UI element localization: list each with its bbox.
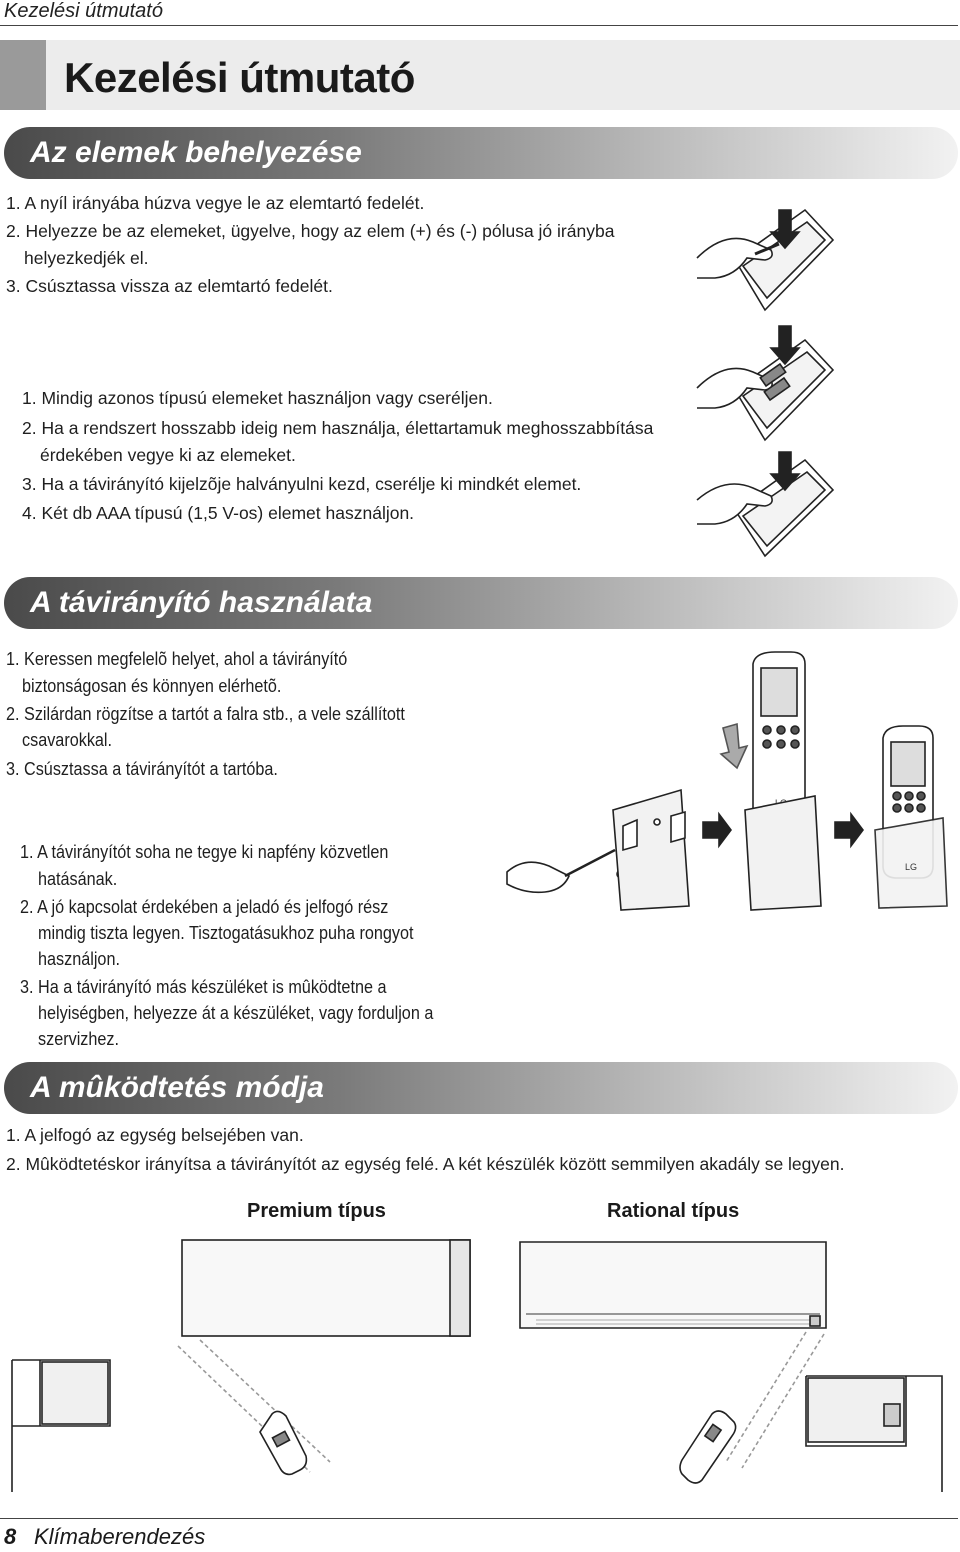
page-number: 8 xyxy=(4,1524,17,1549)
footer-text: Klímaberendezés xyxy=(34,1524,206,1549)
page-title: Kezelési útmutató xyxy=(64,54,415,101)
remote-step-3: 3. Csúsztassa a távirányítót a tartóba. xyxy=(6,759,278,779)
title-tab xyxy=(0,40,46,110)
section-bar-remote-use: A távirányító használata xyxy=(4,577,958,629)
remote-logo-2: LG xyxy=(905,862,917,872)
section-title-batteries: Az elemek behelyezése xyxy=(30,136,362,169)
battery-note-2: 2. Ha a rendszert hosszabb ideig nem has… xyxy=(22,418,654,438)
footer-rule xyxy=(0,1518,958,1519)
remote-note-2-cont2: használjon. xyxy=(38,949,120,969)
battery-note-2-cont: érdekében vegye ki az elemeket. xyxy=(40,445,296,465)
remote-note-1: 1. A távirányítót soha ne tegye ki napfé… xyxy=(20,842,389,862)
remote-step-1: 1. Keressen megfelelõ helyet, ahol a táv… xyxy=(6,649,348,669)
premium-type-label: Premium típus xyxy=(247,1200,386,1222)
remote-holder-illustration: LG LG xyxy=(506,651,948,911)
operation-step-2: 2. Mûködtetéskor irányítsa a távirányító… xyxy=(6,1154,845,1174)
premium-unit-illustration xyxy=(11,1239,471,1492)
battery-note-3: 3. Ha a távirányító kijelzõje halványuln… xyxy=(22,474,582,494)
header-rule xyxy=(0,25,958,26)
remote-note-3-cont: helyiségben, helyezze át a készüléket, v… xyxy=(38,1003,434,1023)
remote-step-2: 2. Szilárdan rögzítse a tartót a falra s… xyxy=(6,704,405,724)
remote-note-1-cont: hatásának. xyxy=(38,869,118,889)
battery-illustration xyxy=(696,208,835,558)
remote-note-3-cont2: szervizhez. xyxy=(38,1029,120,1049)
battery-step-1: 1. A nyíl irányába húzva vegye le az ele… xyxy=(6,193,425,213)
battery-note-4: 4. Két db AAA típusú (1,5 V-os) elemet h… xyxy=(22,503,415,523)
remote-note-2: 2. A jó kapcsolat érdekében a jeladó és … xyxy=(20,897,389,917)
battery-note-1: 1. Mindig azonos típusú elemeket használ… xyxy=(22,388,493,408)
rational-unit-illustration xyxy=(519,1241,943,1492)
operation-step-1: 1. A jelfogó az egység belsejében van. xyxy=(6,1125,304,1145)
page-title-bar: Kezelési útmutató xyxy=(0,40,960,110)
section-bar-batteries: Az elemek behelyezése xyxy=(4,127,958,179)
section-bar-operation: A mûködtetés módja xyxy=(4,1062,958,1114)
remote-note-3: 3. Ha a távirányító más készüléket is mû… xyxy=(20,977,387,997)
battery-step-2-cont: helyezkedjék el. xyxy=(24,248,149,268)
section-title-remote-use: A távirányító használata xyxy=(30,586,373,619)
remote-step-1-cont: biztonságosan és könnyen elérhetõ. xyxy=(22,676,282,696)
rational-type-label: Rational típus xyxy=(607,1200,740,1222)
battery-step-2: 2. Helyezze be az elemeket, ügyelve, hog… xyxy=(6,221,615,241)
remote-step-2-cont: csavarokkal. xyxy=(22,730,113,750)
battery-step-3: 3. Csúsztassa vissza az elemtartó fedelé… xyxy=(6,276,333,296)
remote-note-2-cont: mindig tiszta legyen. Tisztogatásukhoz p… xyxy=(38,923,414,943)
running-header: Kezelési útmutató xyxy=(4,0,163,22)
section-title-operation: A mûködtetés módja xyxy=(30,1071,324,1104)
